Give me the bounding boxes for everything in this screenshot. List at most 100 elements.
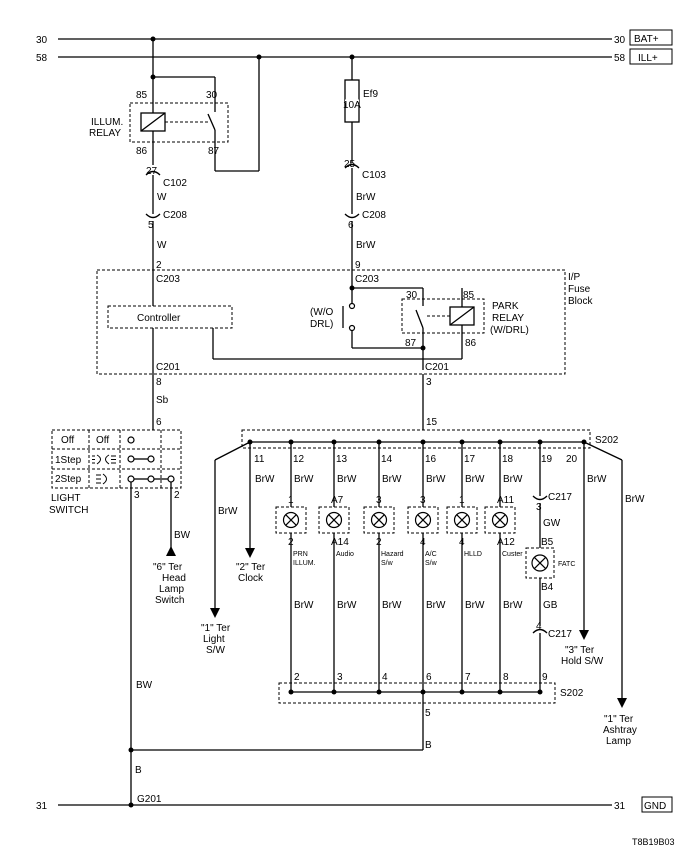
c208-right-label: C208 <box>362 210 386 221</box>
c102-connector <box>145 170 161 176</box>
bat-label-box <box>629 29 673 46</box>
illum-relay-name-2: RELAY <box>89 128 121 139</box>
light-sw-ref-1: "1" Ter <box>201 623 231 634</box>
left-wire-w1: W <box>157 192 167 203</box>
lamp-name-1: Audio <box>336 551 354 558</box>
lamp-pin-top: A7 <box>331 495 344 506</box>
lamp-name-1: PRN <box>293 551 308 558</box>
power-rails: 30 58 31 30 58 31 BAT+ ILL+ GND <box>36 29 673 813</box>
lamp-name-1: Custer <box>502 551 523 558</box>
clock-ref-2: Clock <box>238 573 264 584</box>
lamp-pin-top: A11 <box>497 495 514 506</box>
light-switch-wire-bw: BW <box>174 530 191 541</box>
lamp-lower-wire: BrW <box>294 600 314 611</box>
lamp-name-2: ILLUM. <box>293 560 316 567</box>
light-switch-label-1: LIGHT <box>51 493 80 504</box>
s202-top-label: S202 <box>595 435 619 446</box>
park-relay-label-3: (W/DRL) <box>490 325 529 336</box>
s202-bottom-pin5: 5 <box>425 708 431 719</box>
c103-pin: 25 <box>344 159 356 170</box>
bulb-cross-b <box>494 514 506 526</box>
head-lamp-ref-1: "6" Ter <box>153 562 183 573</box>
ground-wire-bw: BW <box>136 680 153 691</box>
lamp-bottom-pin: 4 <box>382 672 388 683</box>
bat-rail-left-number: 30 <box>36 35 48 46</box>
ip-fuse-block: I/P Fuse Block Controller (W/O DRL) <box>96 269 593 420</box>
ashtray-wire: BrW <box>625 494 645 505</box>
fatc-wire-gb: GB <box>543 600 558 611</box>
c203-left-label: C203 <box>156 274 180 285</box>
lamp-pin-top: 3 <box>376 495 382 506</box>
lamp-pin-top: 3 <box>420 495 426 506</box>
bat-rail-right-number: 30 <box>614 35 626 46</box>
s202-bottom: S202 5 B <box>128 682 584 753</box>
ashtray-arrow <box>617 698 627 708</box>
illum-relay-pin30: 30 <box>206 90 218 101</box>
ashtray-ref-2: Ashtray <box>603 725 637 736</box>
lamp-upper-wire: BrW <box>337 474 357 485</box>
bulb-cross-b <box>328 514 340 526</box>
lamp-columns: 12BrW12PRNILLUM.BrW213BrWA7A14AudioBrW31… <box>275 442 523 692</box>
left-branches: 11 BrW BrW "2" Ter Clock "1" Ter Light S… <box>201 441 275 656</box>
bulb-cross-b <box>417 514 429 526</box>
lamp-upper-wire: BrW <box>465 474 485 485</box>
ill-rail-right-number: 58 <box>614 53 626 64</box>
lamp-top-pin: 13 <box>336 454 348 465</box>
ill-label-box <box>629 48 673 65</box>
lamp-bottom-pin: 6 <box>426 672 432 683</box>
light-switch-off-2: Off <box>96 435 109 446</box>
right-wire-brw2: BrW <box>356 240 376 251</box>
lamp-lower-wire: BrW <box>503 600 523 611</box>
c208-right-connector <box>344 213 360 219</box>
lamp-lower-wire: BrW <box>382 600 402 611</box>
fatc-column: 19 3 C217 GW B5 FATC B4 GB 4 C217 9 <box>525 442 575 692</box>
c208-left-pin: 5 <box>148 220 154 231</box>
fuse-block-label-1: I/P <box>568 272 581 283</box>
fatc-bottom-pin: 9 <box>542 672 548 683</box>
bulb-icon <box>370 511 388 529</box>
lamp-top-pin: 12 <box>293 454 305 465</box>
c217-top-pin: 3 <box>536 502 542 513</box>
lamp-name-1: A/C <box>425 551 437 558</box>
ill-rail-left-number: 58 <box>36 53 48 64</box>
head-lamp-ref-3: Lamp <box>159 584 184 595</box>
fatc-lamp-icon <box>531 554 549 572</box>
c201-right-label: C201 <box>425 362 449 373</box>
lamp-upper-wire: BrW <box>294 474 314 485</box>
gnd-rail-right-number: 31 <box>614 801 626 812</box>
lamp-bottom-pin: 2 <box>294 672 300 683</box>
clock-ref-1: "2" Ter <box>236 562 266 573</box>
bulb-icon <box>282 511 300 529</box>
light-switch-label-2: SWITCH <box>49 505 88 516</box>
bulb-icon <box>414 511 432 529</box>
c201-right-pin: 3 <box>426 377 432 388</box>
fuse-rating: 10A <box>343 100 361 111</box>
ground-g201: G201 <box>137 794 162 805</box>
fuse-feed: Ef9 10A 25 C103 BrW C208 6 BrW 9 C203 <box>343 54 386 285</box>
s202-top-box <box>241 429 591 449</box>
lamp-pin-top: 1 <box>288 495 294 506</box>
bulb-cross-b <box>373 514 385 526</box>
head-lamp-ref-2: Head <box>162 573 186 584</box>
lamp-lower-wire: BrW <box>426 600 446 611</box>
illum-relay: 85 30 86 87 ILLUM. RELAY <box>89 36 262 172</box>
lamp-top-pin: 16 <box>425 454 437 465</box>
lamp-bottom-pin: 3 <box>337 672 343 683</box>
hold-sw-arrow <box>579 630 589 640</box>
hold-sw-ref-1: "3" Ter <box>565 645 595 656</box>
light-switch: Off Off 1Step 2Step <box>49 420 191 805</box>
wo-drl-label-2: DRL) <box>310 319 333 330</box>
lamp-pin-bottom: A12 <box>497 537 515 548</box>
hold-sw-ref-2: Hold S/W <box>561 656 604 667</box>
fuse-block-outline <box>96 269 566 375</box>
clock-arrow <box>245 548 255 558</box>
controller-label: Controller <box>137 313 181 324</box>
c217-top-label: C217 <box>548 492 572 503</box>
bulb-icon <box>453 511 471 529</box>
lamp-upper-wire: BrW <box>382 474 402 485</box>
illum-relay-box <box>129 102 229 143</box>
light-switch-step1: 1Step <box>55 455 82 466</box>
illum-relay-pin85: 85 <box>136 90 148 101</box>
wo-drl-label-1: (W/O <box>310 307 334 318</box>
lamp-bottom-pin: 8 <box>503 672 509 683</box>
